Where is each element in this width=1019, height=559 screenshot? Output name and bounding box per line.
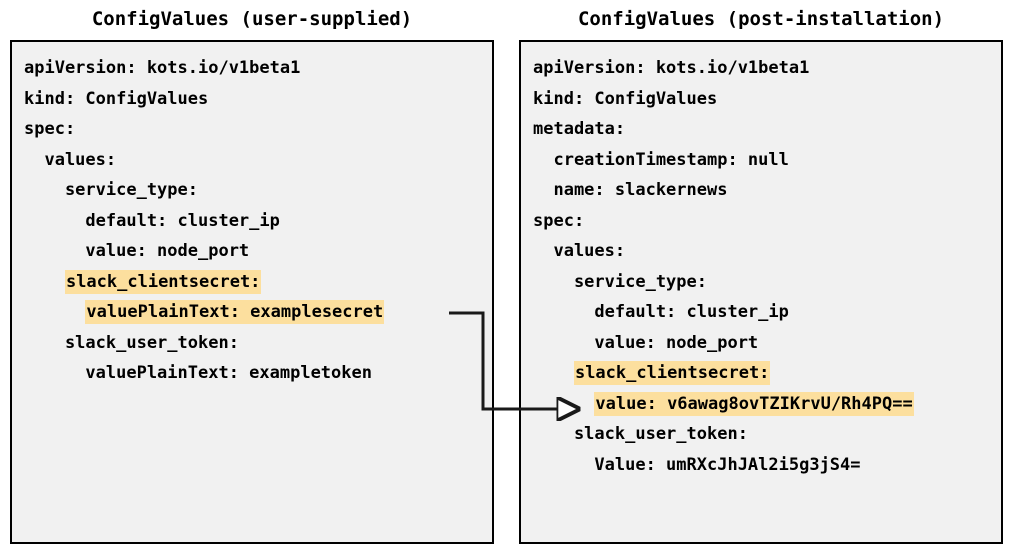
highlighted-yaml-text: slack_clientsecret:: [573, 361, 771, 385]
yaml-line: Value: umRXcJhJAl2i5g3jS4=: [533, 454, 861, 475]
yaml-line: creationTimestamp: null: [533, 149, 789, 170]
right-yaml-code-block: apiVersion: kots.io/v1beta1 kind: ConfigV…: [533, 53, 997, 480]
left-yaml-code-block: apiVersion: kots.io/v1beta1 kind: ConfigV…: [24, 53, 488, 389]
yaml-line: values:: [24, 149, 117, 170]
left-config-panel: apiVersion: kots.io/v1beta1 kind: ConfigV…: [10, 40, 494, 544]
yaml-line: default: cluster_ip: [24, 210, 280, 231]
yaml-line: slack_user_token:: [533, 424, 748, 444]
yaml-line: slack_clientsecret:: [533, 358, 997, 389]
right-config-panel: apiVersion: kots.io/v1beta1 kind: ConfigV…: [519, 40, 1003, 544]
yaml-line: kind: ConfigValues: [533, 88, 718, 109]
left-panel-title: ConfigValues (user-supplied): [91, 8, 413, 30]
yaml-line: value: v6awag8ovTZIKrvU/Rh4PQ==: [533, 389, 997, 420]
yaml-line: slack_clientsecret:: [24, 267, 488, 298]
yaml-line: default: cluster_ip: [533, 302, 789, 322]
yaml-line: value: node_port: [533, 332, 759, 353]
yaml-line: apiVersion: kots.io/v1beta1: [533, 58, 810, 78]
yaml-line: values:: [533, 241, 626, 261]
yaml-line: kind: ConfigValues: [24, 88, 209, 109]
yaml-line: service_type:: [24, 180, 198, 200]
yaml-line: value: node_port: [24, 241, 250, 261]
yaml-line: valuePlainText: examplesecret: [24, 297, 488, 328]
yaml-line: valuePlainText: exampletoken: [24, 363, 372, 383]
yaml-line: slack_user_token:: [24, 332, 239, 353]
right-panel-title: ConfigValues (post-installation): [577, 8, 945, 30]
yaml-line: service_type:: [533, 271, 707, 292]
yaml-line: spec:: [533, 210, 585, 231]
highlighted-yaml-text: value: v6awag8ovTZIKrvU/Rh4PQ==: [594, 391, 914, 416]
highlighted-yaml-text: slack_clientsecret:: [64, 269, 262, 294]
yaml-line: apiVersion: kots.io/v1beta1: [24, 58, 301, 78]
highlighted-yaml-text: valuePlainText: examplesecret: [85, 300, 385, 324]
yaml-line: spec:: [24, 119, 76, 139]
yaml-line: metadata:: [533, 119, 626, 139]
yaml-line: name: slackernews: [533, 180, 728, 200]
